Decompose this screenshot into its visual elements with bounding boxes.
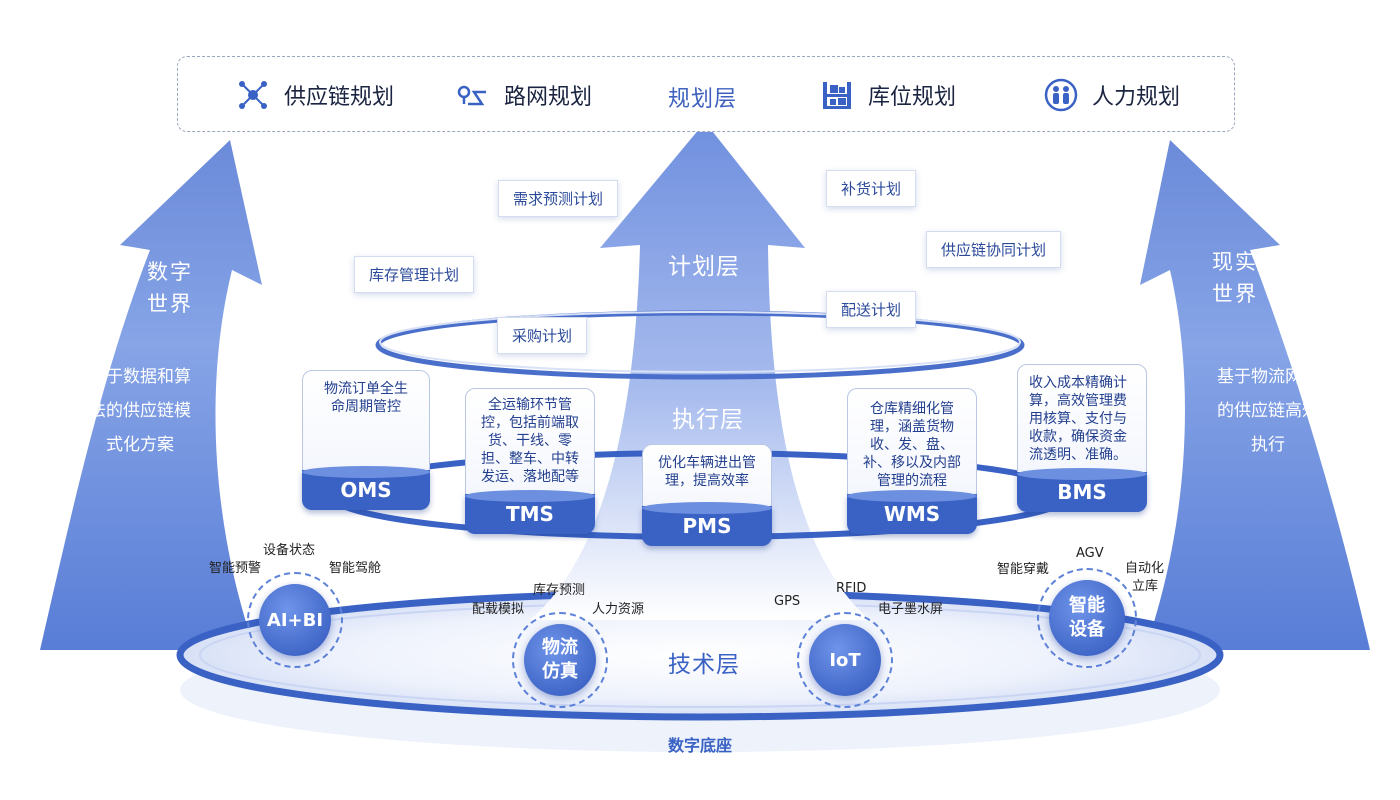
plan-box-demand-forecast[interactable]: 需求预测计划 (498, 180, 619, 217)
plan-box-inventory-management[interactable]: 库存管理计划 (354, 256, 475, 293)
tech-node-name: AI+BI (259, 584, 331, 656)
digital-base-label: 数字底座 (668, 736, 733, 755)
tech-tag: 配载模拟 (472, 602, 525, 617)
tech-tag: 人力资源 (592, 602, 645, 617)
exec-layer-label: 执行层 (672, 407, 744, 433)
tech-tag: AGV (1076, 546, 1104, 561)
planning-layer-bar: 供应链规划 路网规划 规划层 库位规划 (177, 56, 1235, 132)
plan-box-replenishment[interactable]: 补货计划 (826, 170, 917, 207)
tech-node-smart-devices[interactable]: 智能设备 (1037, 568, 1137, 668)
left-arrow-shape (40, 140, 262, 650)
tech-node-name: 物流仿真 (524, 624, 596, 696)
plan-box-delivery[interactable]: 配送计划 (826, 291, 917, 328)
system-oms[interactable]: 物流订单全生命周期管控 OMS (302, 370, 430, 510)
tech-tag: RFID (836, 581, 867, 596)
plan-item-label: 供应链规划 (284, 85, 395, 110)
plan-layer-label: 计划层 (668, 254, 740, 280)
system-bms[interactable]: 收入成本精确计算，高效管理费用核算、支付与收款，确保资金流透明、准确。 BMS (1017, 364, 1147, 512)
tech-tag: 电子墨水屏 (878, 602, 944, 617)
plan-item-storage-location[interactable]: 库位规划 (820, 75, 956, 115)
tech-tag: GPS (774, 594, 801, 609)
tech-tag: 设备状态 (263, 543, 316, 558)
plan-item-road-network[interactable]: 路网规划 (456, 75, 592, 115)
digital-world-title: 数字世界 (147, 260, 193, 316)
system-name: WMS (883, 502, 941, 526)
plan-item-label: 库位规划 (868, 85, 957, 110)
system-pms[interactable]: 优化车辆进出管理，提高效率 PMS (642, 444, 772, 546)
system-name: OMS (340, 478, 392, 502)
tech-node-name: IoT (809, 624, 881, 696)
tech-tag: 智能预警 (209, 561, 262, 576)
plan-box-procurement[interactable]: 采购计划 (497, 317, 588, 354)
system-name: TMS (506, 502, 554, 526)
route-map-icon (457, 85, 486, 106)
system-description: 仓库精细化管理，涵盖货物收、发、盘、补、移以及内部管理的流程 (863, 401, 961, 489)
tech-tag: 立库 (1132, 579, 1159, 594)
tech-node-name: 智能设备 (1049, 580, 1125, 656)
system-description: 物流订单全生命周期管控 (324, 381, 408, 415)
tech-tag: 智能驾舱 (329, 561, 382, 576)
system-description: 收入成本精确计算，高效管理费用核算、支付与收款，确保资金流透明、准确。 (1029, 375, 1127, 463)
system-name: BMS (1057, 480, 1107, 504)
system-description: 全运输环节管控，包括前端取货、干线、零担、整车、中转发运、落地配等 (481, 397, 579, 485)
digital-world-description: 基于数据和算法的供应链模式化方案 (89, 367, 191, 455)
tech-node-iot[interactable]: IoT (797, 612, 893, 708)
tech-layer-label: 技术层 (668, 652, 740, 678)
system-name: PMS (682, 514, 732, 538)
system-tms[interactable]: 全运输环节管控，包括前端取货、干线、零担、整车、中转发运、落地配等 TMS (465, 388, 595, 534)
plan-box-supply-chain-collaboration[interactable]: 供应链协同计划 (926, 231, 1062, 268)
plan-item-manpower[interactable]: 人力规划 (1044, 75, 1180, 115)
right-arrow-shape (1140, 140, 1370, 650)
network-nodes-icon (239, 81, 267, 109)
tech-tag: 智能穿戴 (997, 562, 1050, 577)
plan-item-label: 路网规划 (504, 85, 593, 110)
system-description: 优化车辆进出管理，提高效率 (658, 455, 756, 489)
plan-item-label: 人力规划 (1092, 85, 1181, 110)
people-icon (1044, 78, 1078, 112)
warehouse-shelf-icon (823, 82, 851, 109)
tech-node-logistics-simulation[interactable]: 物流仿真 (512, 612, 608, 708)
real-world-description: 基于物流网络的供应链高效执行 (1217, 367, 1319, 455)
tech-tag: 自动化 (1125, 561, 1165, 576)
tech-tag: 库存预测 (533, 583, 586, 598)
tech-node-ai-bi[interactable]: AI+BI (247, 572, 343, 668)
system-wms[interactable]: 仓库精细化管理，涵盖货物收、发、盘、补、移以及内部管理的流程 WMS (847, 388, 977, 534)
real-world-title: 现实世界 (1212, 250, 1258, 306)
planning-layer-label: 规划层 (668, 87, 738, 112)
plan-item-supply-chain[interactable]: 供应链规划 (236, 75, 394, 115)
